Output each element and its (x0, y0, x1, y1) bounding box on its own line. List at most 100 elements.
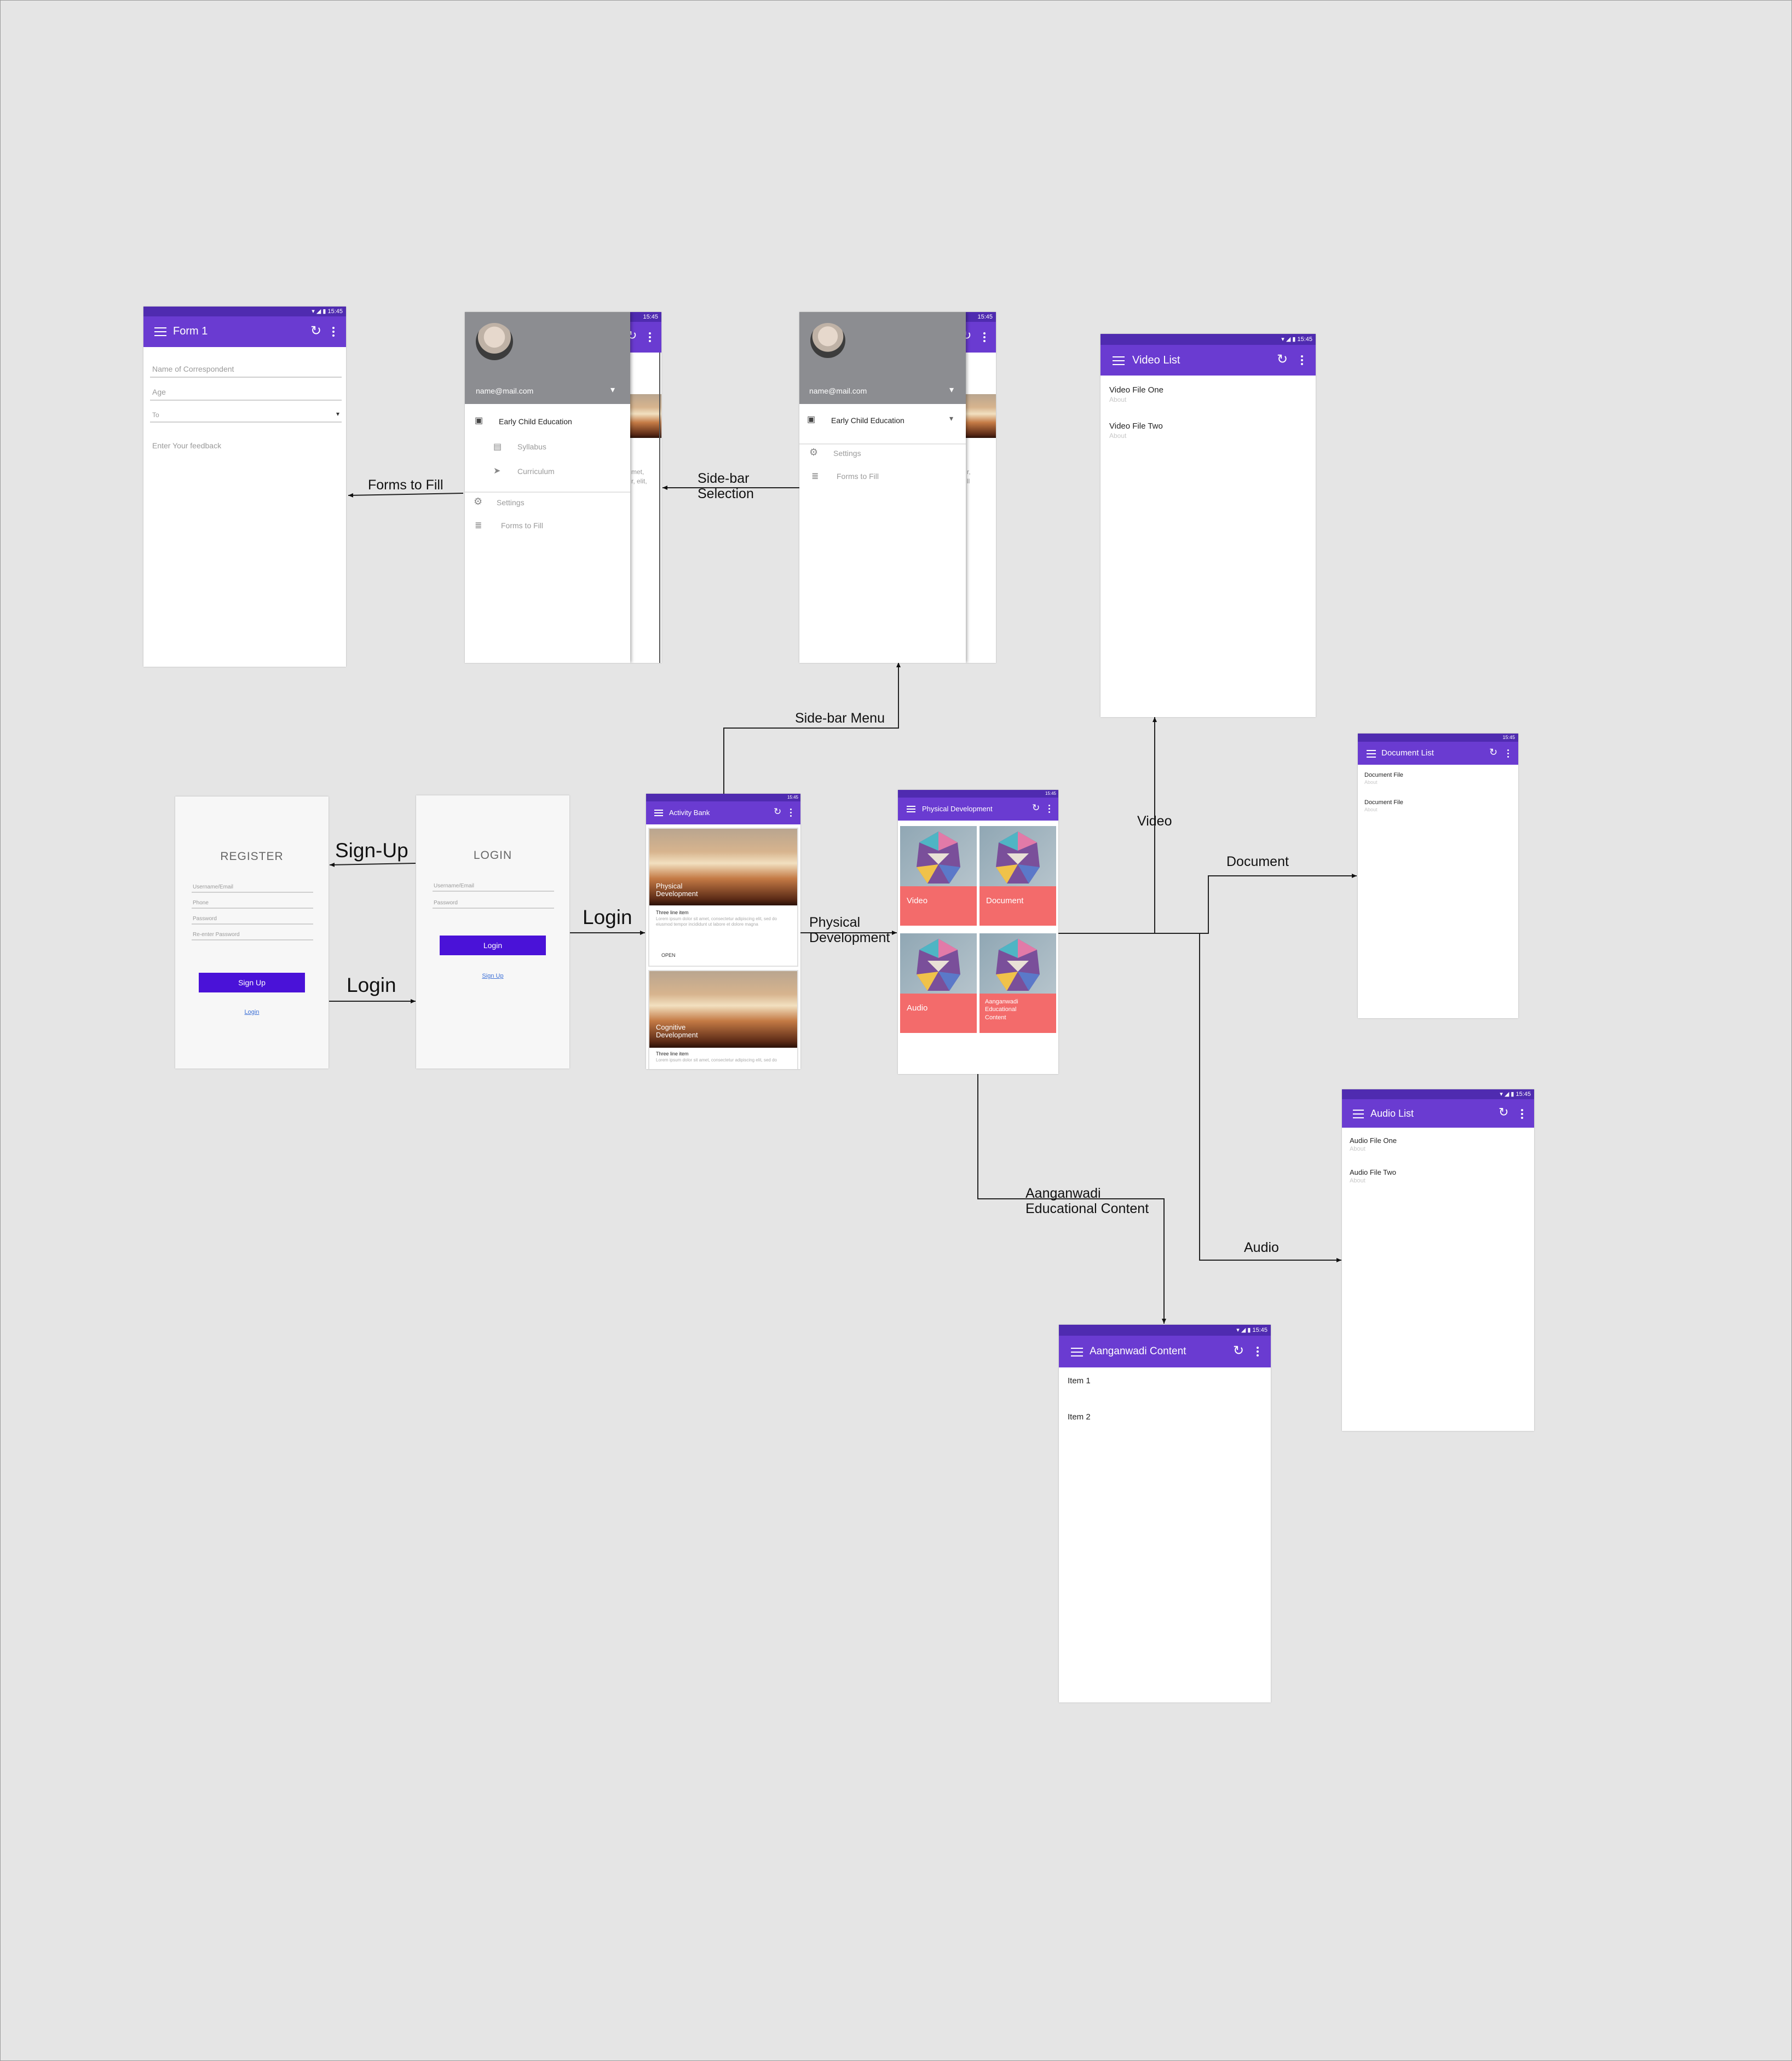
label-video: Video (1137, 813, 1172, 829)
tile-label: Aanganwadi Educational Content (985, 998, 1018, 1021)
signup-button[interactable]: Sign Up (199, 973, 305, 992)
password-field[interactable]: Password (433, 900, 554, 909)
app-bar: Physical Development ↻ (898, 798, 1058, 821)
more-vert-icon[interactable] (649, 332, 651, 342)
status-bar: ▾ ◢ ▮ 15:45 (1059, 1325, 1271, 1336)
refresh-icon[interactable]: ↻ (310, 324, 322, 338)
status-bar: 15:45 (1358, 734, 1518, 742)
chevron-down-icon[interactable]: ▾ (949, 414, 954, 423)
refresh-icon[interactable]: ↻ (774, 806, 782, 817)
refresh-icon[interactable]: ↻ (1489, 747, 1498, 758)
signal-icon: ◢ (1504, 1091, 1509, 1098)
status-time: 15:45 (327, 308, 343, 315)
edge-forms-to-fill (348, 493, 464, 498)
to-select-value: To (152, 411, 159, 419)
status-time: 15:45 (787, 795, 798, 800)
hamburger-icon[interactable] (1353, 1110, 1364, 1118)
phone-field[interactable]: Phone (192, 900, 313, 909)
status-bar: ▾ ◢ ▮ 15:45 (143, 307, 346, 316)
status-time: 15:45 (643, 314, 658, 320)
list-item[interactable]: Item 2 (1068, 1412, 1091, 1422)
hamburger-icon[interactable] (1367, 750, 1376, 758)
user-email: name@mail.com (476, 386, 534, 395)
register-screen: REGISTER Username/Email Phone Password R… (175, 796, 329, 1069)
list-item-sub: About (1364, 780, 1378, 785)
refresh-icon[interactable]: ↻ (1277, 352, 1288, 367)
wifi-icon: ▾ (1236, 1327, 1240, 1333)
list-item-title[interactable]: Document File (1364, 799, 1403, 806)
aanganwadi-content-screen: ▾ ◢ ▮ 15:45 Aanganwadi Content ↻ Item 1 … (1059, 1325, 1271, 1702)
to-select[interactable]: To▾ (150, 410, 342, 423)
card-body: Lorem ipsum dolor sit amet, consectetur … (656, 1058, 777, 1063)
more-vert-icon[interactable] (332, 327, 335, 337)
reenter-password-field[interactable]: Re-enter Password (192, 932, 313, 940)
more-vert-icon[interactable] (983, 332, 986, 342)
hamburger-icon[interactable] (1113, 356, 1125, 365)
refresh-icon[interactable]: ↻ (1499, 1105, 1509, 1119)
contact-icon: ▣ (475, 416, 483, 425)
label-login: Login (583, 906, 632, 928)
list-item-title[interactable]: Document File (1364, 772, 1403, 778)
avatar[interactable] (810, 323, 845, 358)
more-vert-icon[interactable] (1301, 355, 1303, 365)
hamburger-icon[interactable] (1071, 1348, 1083, 1356)
activity-card[interactable]: Cognitive Development Three line item Lo… (648, 970, 798, 1069)
tile-audio[interactable]: Audio (900, 933, 977, 1033)
hamburger-icon[interactable] (654, 810, 663, 816)
label-forms-to-fill: Forms to Fill (368, 477, 443, 493)
list-item[interactable]: Item 1 (1068, 1376, 1091, 1385)
nav-item-syllabus[interactable]: Syllabus (517, 442, 546, 451)
nav-item-forms-to-fill[interactable]: Forms to Fill (501, 521, 543, 530)
tile-video[interactable]: Video (900, 826, 977, 926)
username-email-field[interactable]: Username/Email (192, 884, 313, 893)
refresh-icon[interactable]: ↻ (1032, 803, 1040, 813)
nav-item-early-child-education[interactable]: Early Child Education (831, 416, 904, 425)
dropdown-arrow-icon[interactable]: ▾ (949, 385, 954, 395)
drawer-header: name@mail.com ▾ (799, 312, 966, 404)
dropdown-arrow-icon[interactable]: ▾ (610, 385, 615, 395)
more-vert-icon[interactable] (1521, 1109, 1523, 1119)
tile-aanganwadi[interactable]: Aanganwadi Educational Content (979, 933, 1056, 1033)
list-item-title[interactable]: Audio File Two (1350, 1168, 1397, 1176)
card-line: Three line item (656, 910, 689, 915)
nav-item-early-child-education[interactable]: Early Child Education (499, 417, 572, 426)
list-item-title[interactable]: Audio File One (1350, 1136, 1397, 1145)
age-field[interactable]: Age (150, 388, 342, 401)
list-item-title[interactable]: Video File Two (1109, 422, 1163, 431)
nav-item-settings[interactable]: Settings (833, 449, 861, 458)
refresh-icon[interactable]: ↻ (1233, 1343, 1244, 1358)
more-vert-icon[interactable] (1257, 1347, 1259, 1356)
more-vert-icon[interactable] (1507, 749, 1509, 758)
app-bar: Form 1 ↻ (143, 316, 346, 347)
password-field[interactable]: Password (192, 916, 313, 925)
hamburger-icon[interactable] (154, 327, 166, 336)
page-title: Video List (1132, 354, 1180, 366)
activity-card[interactable]: Physical Development Three line item Lor… (648, 828, 798, 967)
peek-text-2: r, elit, (631, 477, 647, 485)
activity-bank-screen: 15:45 Activity Bank ↻ Physical Developme… (646, 794, 800, 1069)
drawer-collapsed-screen: 15:45 ↻ r, ll name@mail.com ▾ ▣ Early Ch… (799, 312, 996, 663)
nav-item-curriculum[interactable]: Curriculum (517, 467, 555, 476)
list-item-title[interactable]: Video File One (1109, 385, 1163, 395)
hamburger-icon[interactable] (907, 806, 915, 812)
avatar[interactable] (476, 323, 513, 360)
card-image (649, 829, 797, 905)
signup-link[interactable]: Sign Up (482, 973, 504, 979)
nav-item-settings[interactable]: Settings (497, 498, 525, 507)
feedback-textarea[interactable]: Enter Your feedback (152, 441, 222, 450)
label-document: Document (1226, 854, 1289, 869)
nav-item-forms-to-fill[interactable]: Forms to Fill (837, 472, 879, 481)
tile-document[interactable]: Document (979, 826, 1056, 926)
more-vert-icon[interactable] (790, 809, 792, 817)
login-link[interactable]: Login (244, 1009, 260, 1015)
more-vert-icon[interactable] (1048, 805, 1050, 813)
list-item-sub: About (1350, 1146, 1365, 1152)
card-body: Lorem ipsum dolor sit amet, consectetur … (656, 916, 777, 927)
tile-label: Audio (907, 1003, 928, 1013)
login-button[interactable]: Login (440, 936, 546, 955)
open-button[interactable]: OPEN (661, 952, 676, 958)
username-email-field[interactable]: Username/Email (433, 883, 554, 892)
correspondent-field[interactable]: Name of Correspondent (150, 365, 342, 378)
gear-icon: ⚙ (474, 496, 483, 507)
list-item-sub: About (1364, 807, 1378, 812)
